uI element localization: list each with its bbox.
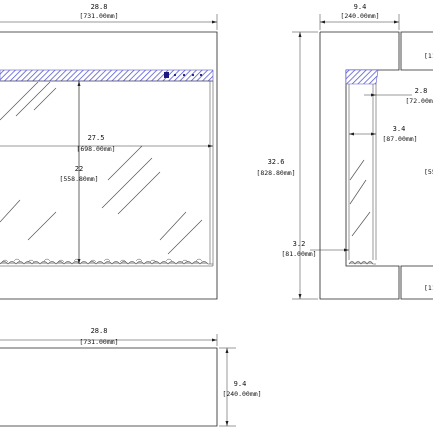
clipped-label-top: [11 <box>424 52 433 60</box>
total-height-value: 32.6 <box>268 158 285 166</box>
bottom-recess-value: 3.2 <box>293 240 306 248</box>
bottom-depth-dimension <box>219 347 236 427</box>
front-viewing-area <box>0 80 214 267</box>
square-button-icon <box>164 72 169 78</box>
side-depth-dimension <box>319 14 400 30</box>
bottom-depth-mm: [240.00mm] <box>222 390 261 398</box>
viewing-height-dimension <box>77 81 81 264</box>
clipped-label-mid: [55 <box>424 168 433 176</box>
glass-depth-mm: [87.00mm] <box>382 135 417 143</box>
total-height-dimension <box>292 31 318 300</box>
front-pebble-bed <box>0 258 213 265</box>
side-pebble-bed <box>348 261 376 265</box>
side-glass-reflections <box>349 159 371 237</box>
side-top-hatch <box>345 69 379 85</box>
viewing-width-mm: [698.00mm] <box>76 145 115 153</box>
top-recess-dimension <box>364 93 412 97</box>
side-depth-mm: [240.00mm] <box>340 12 379 20</box>
side-top-clip-box <box>400 31 433 71</box>
bottom-width-mm: [731.00mm] <box>79 338 118 346</box>
top-width-value: 28.8 <box>91 3 108 11</box>
top-width-mm: [731.00mm] <box>79 12 118 20</box>
plan-view: 28.8 [731.00mm] 9.4 [240.00mm] <box>0 327 262 427</box>
side-bottom-clip-box <box>400 265 433 300</box>
viewing-width-value: 27.5 <box>88 134 105 142</box>
side-view: 9.4 [240.00mm] 32.6 [828.80mm] 2.8 [72.0… <box>256 3 433 300</box>
side-depth-value: 9.4 <box>354 3 367 11</box>
total-height-mm: [828.80mm] <box>256 169 295 177</box>
dot-icon <box>173 73 177 77</box>
front-glass-reflections <box>0 81 203 255</box>
viewing-height-mm: [558.80mm] <box>59 175 98 183</box>
top-width-dimension <box>0 14 218 30</box>
top-recess-mm: [72.00mm] <box>405 97 433 105</box>
bottom-recess-mm: [81.00mm] <box>281 250 316 258</box>
bottom-width-dimension <box>0 334 218 346</box>
front-top-band-hatch <box>0 69 214 82</box>
dot-icon <box>199 73 203 77</box>
side-outline <box>319 31 400 300</box>
front-view: 28.8 [731.00mm] 27.5 [698.00mm] 22 [558.… <box>0 3 218 300</box>
front-outer-frame <box>0 31 218 300</box>
dot-icon <box>182 73 186 77</box>
glass-depth-value: 3.4 <box>393 125 406 133</box>
bottom-width-value: 28.8 <box>91 327 108 335</box>
top-recess-value: 2.8 <box>415 87 428 95</box>
bottom-depth-value: 9.4 <box>234 380 247 388</box>
dot-icon <box>191 73 195 77</box>
viewing-width-dimension <box>0 144 213 148</box>
glass-depth-dimension <box>349 132 376 136</box>
clipped-label-bottom: [11 <box>424 284 433 292</box>
bottom-recess-dimension <box>310 248 349 252</box>
plan-outline <box>0 347 218 427</box>
viewing-height-value: 22 <box>75 165 83 173</box>
